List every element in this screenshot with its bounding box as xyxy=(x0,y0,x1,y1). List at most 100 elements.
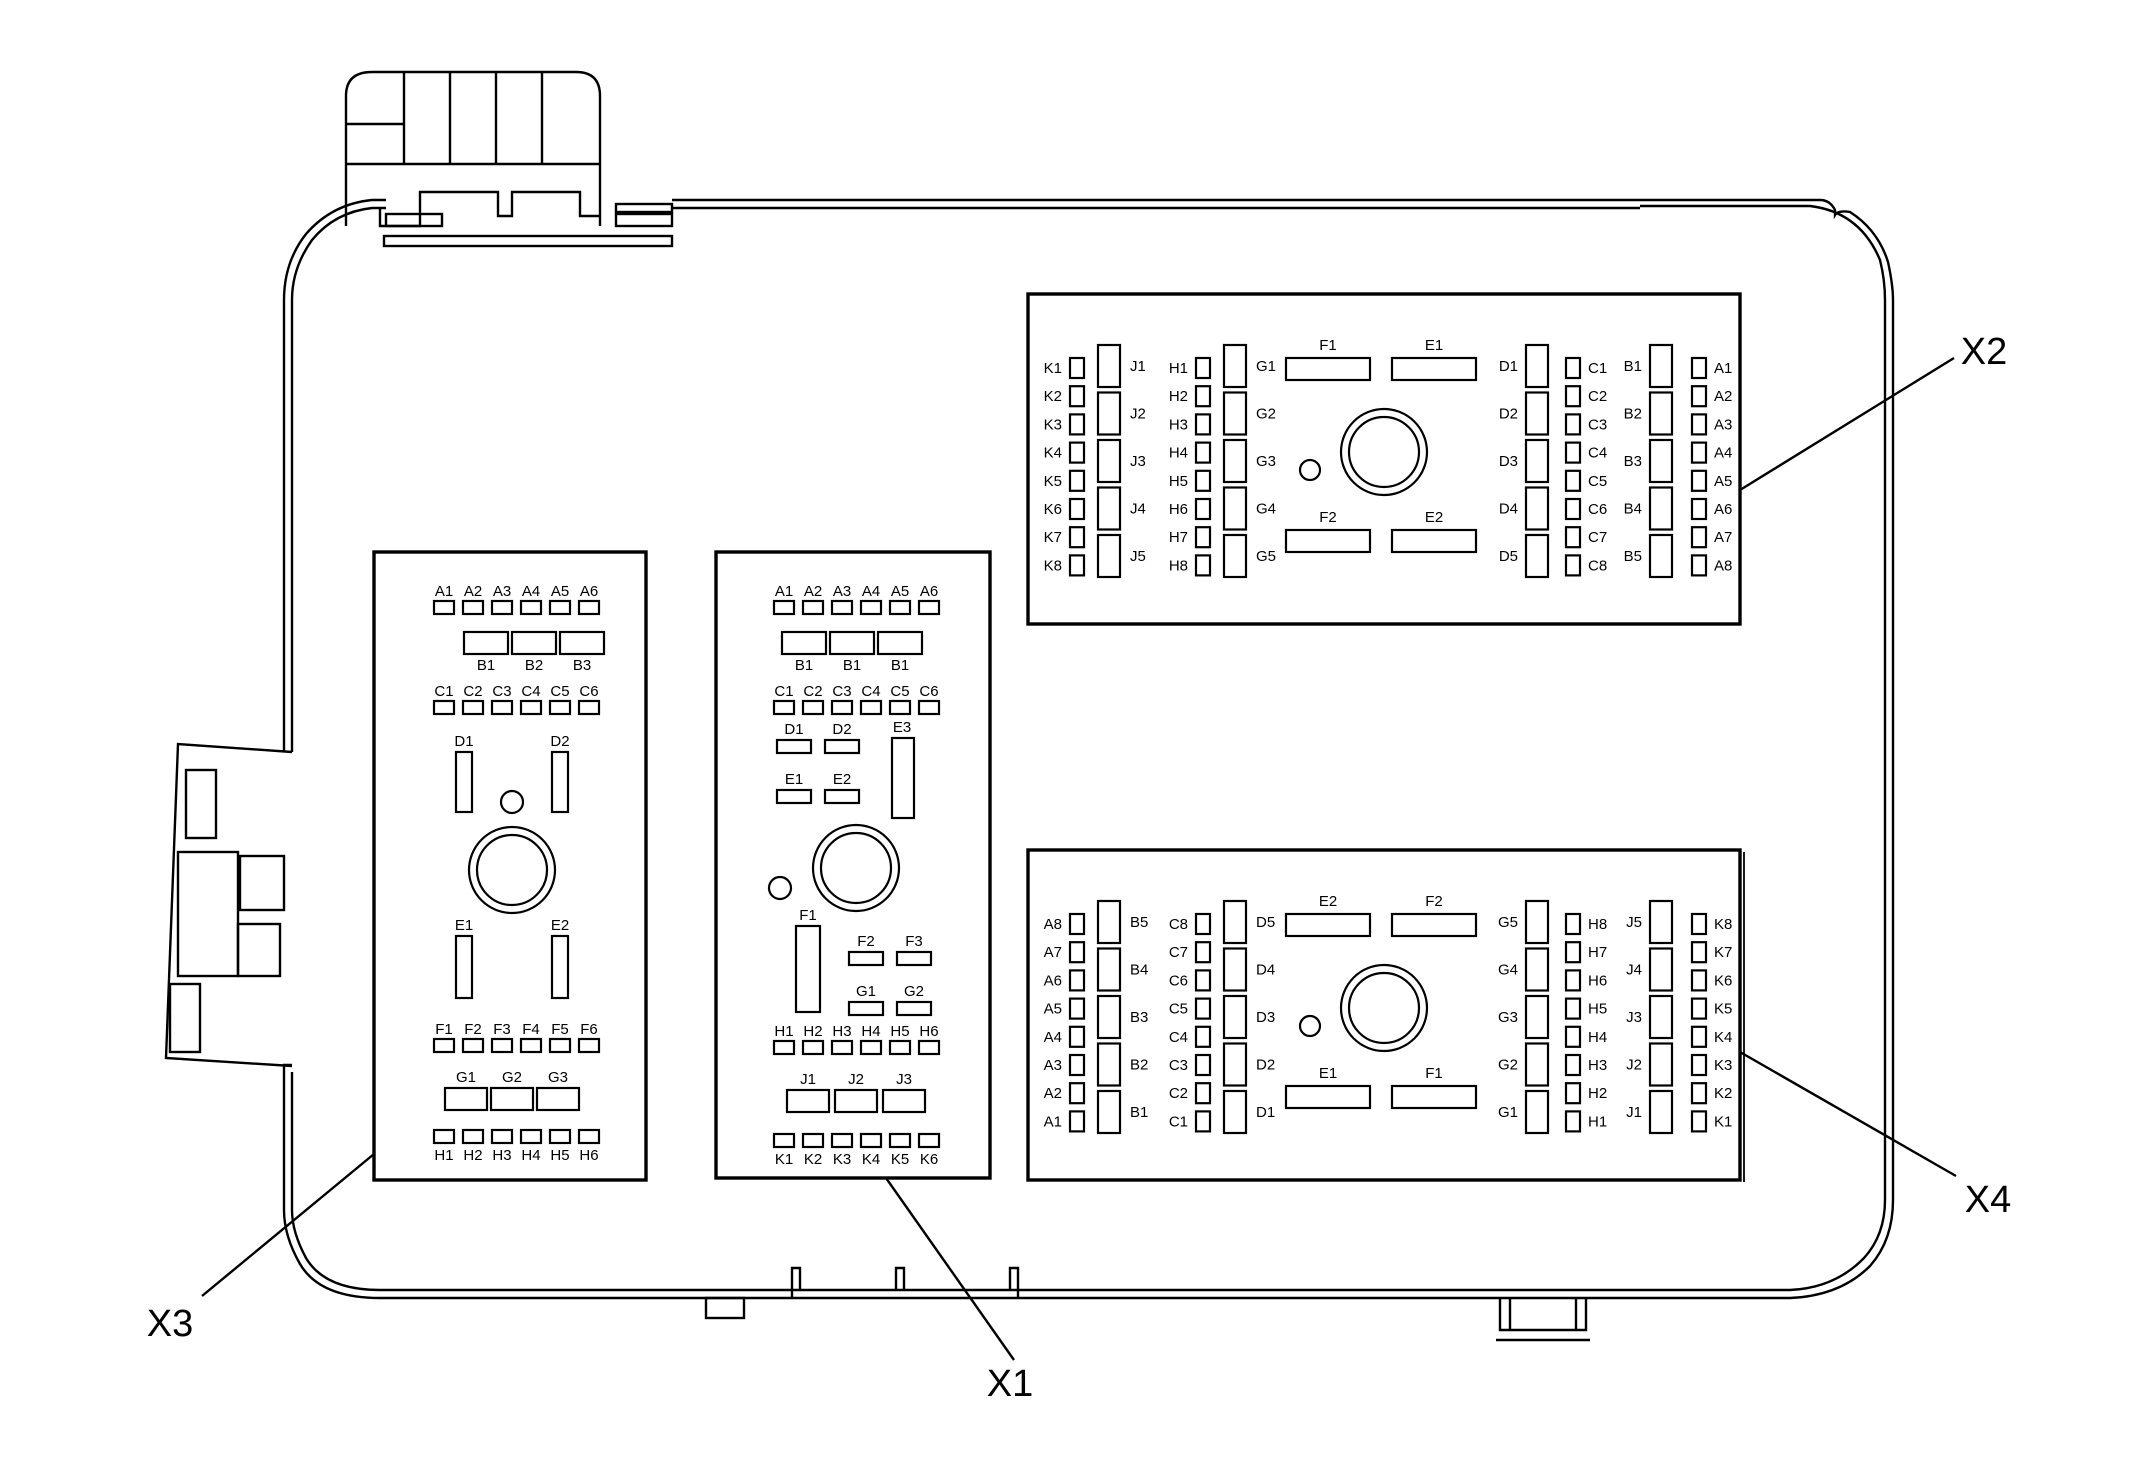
x4-fuse-K8 xyxy=(1690,912,1708,936)
x1-fuse-K4 xyxy=(859,1132,883,1149)
x2-label-H8: H8 xyxy=(1169,557,1188,574)
x3-label-F4: F4 xyxy=(522,1021,540,1038)
x2-fuse-K5 xyxy=(1068,469,1086,492)
x4-fuse-K5 xyxy=(1690,997,1708,1020)
x2-fuse-H6 xyxy=(1194,497,1212,521)
x1-fuse-A6 xyxy=(917,599,941,616)
x4-label-D1: D1 xyxy=(1256,1104,1275,1121)
x2-fuse-C2 xyxy=(1564,385,1582,408)
x3-label-A5: A5 xyxy=(551,583,569,600)
x2-fuse-C7 xyxy=(1564,526,1582,549)
x3-fuse-H6 xyxy=(577,1128,601,1145)
x1-fuse-A4 xyxy=(859,599,883,616)
x2-label-A5: A5 xyxy=(1714,473,1732,490)
x2-mount-hole xyxy=(1347,415,1421,489)
x3-fuse-H3 xyxy=(490,1128,514,1145)
x2-label-C7: C7 xyxy=(1588,529,1607,546)
x3-label-D2: D2 xyxy=(550,733,569,750)
x1-label-A5: A5 xyxy=(891,583,909,600)
x4-label-H2: H2 xyxy=(1588,1085,1607,1102)
x4-label-H8: H8 xyxy=(1588,916,1607,933)
x1-label-H5: H5 xyxy=(890,1023,909,1040)
x2-relay-B1 xyxy=(1648,343,1674,389)
x4-label-C7: C7 xyxy=(1169,944,1188,961)
x1-fuse-K1 xyxy=(772,1132,796,1149)
x2-fuse-A7 xyxy=(1690,526,1708,549)
x4-fuse-K6 xyxy=(1690,969,1708,992)
x2-label-H2: H2 xyxy=(1169,388,1188,405)
x4-fuse-E2 xyxy=(1284,912,1372,938)
x2-fuse-K2 xyxy=(1068,385,1086,408)
x4-label-D2: D2 xyxy=(1256,1057,1275,1074)
x4-label-K4: K4 xyxy=(1714,1029,1732,1046)
x1-label-K5: K5 xyxy=(891,1151,909,1168)
x2-label-B2: B2 xyxy=(1624,406,1642,423)
x1-fuse-H4 xyxy=(859,1039,883,1056)
x4-pin-hole xyxy=(1298,1014,1322,1038)
x2-label-D3: D3 xyxy=(1499,453,1518,470)
x4-label-B5: B5 xyxy=(1130,914,1148,931)
x4-fuse-C7 xyxy=(1194,941,1212,964)
x2-label-B1: B1 xyxy=(1624,358,1642,375)
x2-label-J1: J1 xyxy=(1130,358,1146,375)
x4-fuse-C2 xyxy=(1194,1082,1212,1105)
x1-fuse-A1 xyxy=(772,599,796,616)
x4-fuse-E1 xyxy=(1284,1084,1372,1110)
x3-fuse-A4 xyxy=(519,599,543,616)
x1-label-A4: A4 xyxy=(862,583,880,600)
x2-label-C1: C1 xyxy=(1588,360,1607,377)
x1-label-A3: A3 xyxy=(833,583,851,600)
x3-label-C2: C2 xyxy=(463,683,482,700)
x2-label-K6: K6 xyxy=(1044,501,1062,518)
x2-label-H7: H7 xyxy=(1169,529,1188,546)
x2-relay-B4 xyxy=(1648,486,1674,531)
callout-x3: X3 xyxy=(147,1303,193,1345)
x4-label-K5: K5 xyxy=(1714,1001,1732,1018)
x2-fuse-F1 xyxy=(1284,356,1372,382)
x2-fuse-K1 xyxy=(1068,356,1086,380)
x4-relay-B4 xyxy=(1096,947,1122,992)
x3-fuse-B2 xyxy=(510,630,558,656)
x3-leader-line xyxy=(201,1153,375,1297)
x4-label-H6: H6 xyxy=(1588,972,1607,989)
x4-fuse-C5 xyxy=(1194,997,1212,1020)
x2-fuse-H1 xyxy=(1194,356,1212,380)
x3-label-F3: F3 xyxy=(493,1021,511,1038)
x4-fuse-K7 xyxy=(1690,941,1708,964)
x2-relay-G3 xyxy=(1222,438,1248,484)
x3-label-H2: H2 xyxy=(463,1147,482,1164)
x1-fuse-b1-1 xyxy=(780,630,828,656)
x2-label-E1: E1 xyxy=(1425,337,1443,354)
x4-leader-line xyxy=(1739,1050,1957,1178)
x2-relay-B2 xyxy=(1648,391,1674,436)
x3-label-C5: C5 xyxy=(550,683,569,700)
x3-label-C3: C3 xyxy=(492,683,511,700)
x3-fuse-D1 xyxy=(454,750,474,814)
x4-label-J4: J4 xyxy=(1626,962,1642,979)
x4-relay-J5 xyxy=(1648,899,1674,945)
x3-fuse-G2 xyxy=(489,1086,535,1112)
x4-label-J1: J1 xyxy=(1626,1104,1642,1121)
x2-pin-hole xyxy=(1298,458,1322,482)
x2-label-A3: A3 xyxy=(1714,416,1732,433)
x1-fuse-K2 xyxy=(801,1132,825,1149)
x2-label-A4: A4 xyxy=(1714,445,1732,462)
x3-fuse-C6 xyxy=(577,699,601,716)
x2-fuse-C3 xyxy=(1564,413,1582,436)
x2-label-H5: H5 xyxy=(1169,473,1188,490)
x2-label-D2: D2 xyxy=(1499,406,1518,423)
x4-fuse-A8 xyxy=(1068,912,1086,936)
x1-fuse-F3 xyxy=(895,950,933,967)
x4-mount-hole xyxy=(1347,971,1421,1045)
x1-fuse-b1-3 xyxy=(876,630,924,656)
x1-label-E1: E1 xyxy=(785,771,803,788)
x1-label-C6: C6 xyxy=(919,683,938,700)
x1-fuse-J2 xyxy=(833,1088,879,1114)
x3-label-C6: C6 xyxy=(579,683,598,700)
x3-fuse-F5 xyxy=(548,1037,572,1054)
x4-fuse-H7 xyxy=(1564,941,1582,964)
x3-fuse-E2 xyxy=(550,934,570,1000)
